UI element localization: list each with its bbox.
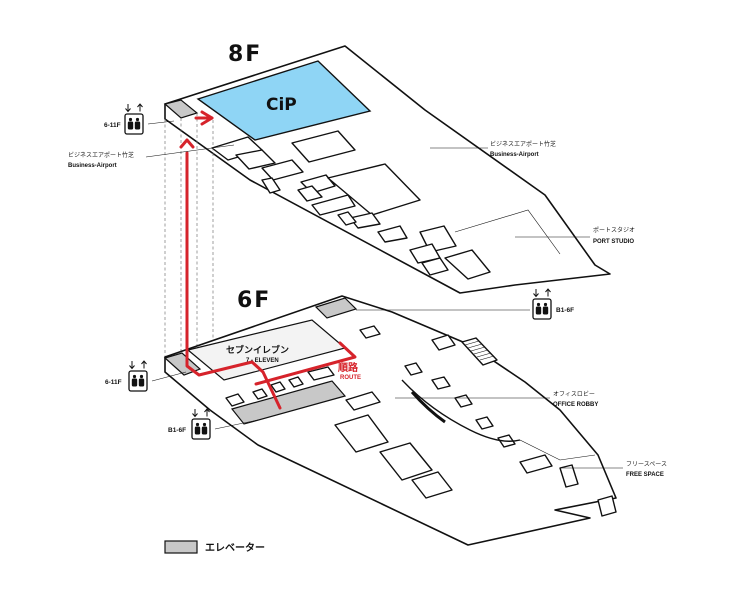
floor-8f-title: 8F <box>228 42 262 67</box>
elevator-6f-bottom-floors: B1-6F <box>168 427 186 434</box>
lobby-curve-inner <box>410 391 446 424</box>
office-lobby-en: OFFICE ROBBY <box>553 402 598 408</box>
biz-airport-right-en: Business-Airport <box>490 152 539 158</box>
lobby-curve <box>401 379 521 442</box>
biz-airport-right-ja: ビジネスエアポート竹芝 <box>490 140 556 148</box>
office-lobby-ja: オフィスロビー <box>553 390 595 398</box>
floor-6f: 6F セブンイレブン 7 - ELEVEN <box>163 288 617 546</box>
biz-airport-left-en: Business-Airport <box>68 163 117 169</box>
seven-eleven-label-ja: セブンイレブン <box>226 344 289 356</box>
cip-label: CiP <box>266 95 297 115</box>
route-label-en: ROUTE <box>340 375 361 381</box>
floor-connectors <box>164 113 214 364</box>
elevator-marker-6f-left: 6-11F <box>105 360 187 392</box>
elevator-marker-6f-bottom: B1-6F <box>168 408 259 440</box>
legend-elevator-label: エレベーター <box>205 542 265 554</box>
floor-6f-title: 6F <box>237 288 271 313</box>
free-space-ja: フリースペース <box>626 461 667 468</box>
elevator-marker-6f-right: B1-6F <box>356 288 574 320</box>
floor-8f: 8F CiP <box>163 42 611 294</box>
escalator <box>461 337 498 366</box>
port-studio-en: PORT STUDIO <box>593 239 634 245</box>
route-label-ja: 順路 <box>337 361 359 374</box>
biz-airport-left-ja: ビジネスエアポート竹芝 <box>68 151 134 159</box>
biz-airport-left-leader <box>145 144 235 158</box>
cip-area <box>196 60 372 141</box>
elevator-marker-8f: 6-11F <box>104 103 175 135</box>
floor-8f-rooms <box>211 130 491 280</box>
elevator-8f-floors: 6-11F <box>104 122 121 129</box>
legend-elevator-swatch <box>164 540 198 554</box>
route-path <box>179 110 357 410</box>
elevator-6f-bottom <box>230 380 347 425</box>
floor-6f-divider <box>519 439 596 461</box>
elevator-6f-right-floors: B1-6F <box>556 307 574 314</box>
elevator-6f-right <box>314 297 358 319</box>
floor-8f-divider <box>454 209 561 255</box>
floor-6f-outline <box>164 295 617 546</box>
free-space-en: FREE SPACE <box>626 472 664 478</box>
port-studio-ja: ポートスタジオ <box>593 226 635 234</box>
elevator-6f-left-floors: 6-11F <box>105 379 122 386</box>
floor-6f-rooms <box>225 325 617 517</box>
seven-eleven-label-en: 7 - ELEVEN <box>246 358 279 364</box>
legend: エレベーター <box>164 540 265 554</box>
